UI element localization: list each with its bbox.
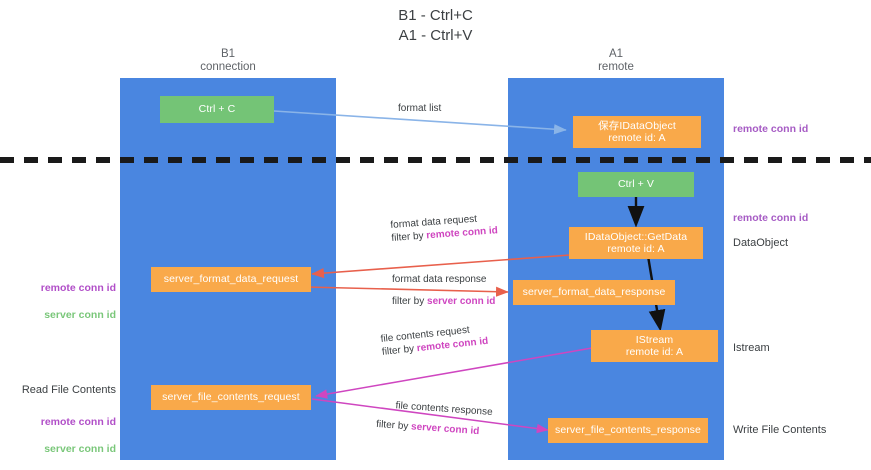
- right-label-dataobject: DataObject: [733, 237, 789, 249]
- left-label-server-conn-id-2: server conn id: [44, 442, 116, 455]
- left-label-remote-conn-id-2: remote conn id: [40, 415, 116, 428]
- edge-label-file-contents-response-filter: filter by server conn id: [375, 418, 480, 438]
- edge-label-file-contents-response-text: file contents response: [395, 400, 493, 419]
- node-server-file-contents-request[interactable]: server_file_contents_request: [151, 385, 311, 410]
- edge-label-format-list: format list: [398, 103, 442, 114]
- filter-key-server-conn-id-2: server conn id: [410, 421, 480, 438]
- right-label-write-file-contents: Write File Contents: [733, 424, 827, 436]
- page-title: B1 - Ctrl+C A1 - Ctrl+V: [398, 7, 473, 44]
- left-label-conn-ids: remote conn id server conn id: [24, 268, 116, 336]
- edge-label-file-contents-request: file contents request filter by remote c…: [380, 322, 489, 359]
- lane-header-b1: B1 connection: [200, 48, 256, 73]
- left-label-conn-ids-2: remote conn id server conn id: [24, 402, 116, 470]
- left-label-remote-conn-id: remote conn id: [40, 281, 116, 294]
- edge-label-format-data-response-text: format data response: [392, 274, 487, 285]
- edge-label-format-data-response: format data response filter by server co…: [392, 273, 495, 308]
- node-server-file-contents-response[interactable]: server_file_contents_response: [548, 418, 708, 443]
- edge-label-format-data-request: format data request filter by remote con…: [390, 211, 498, 245]
- filter-key-remote-conn-id: remote conn id: [425, 225, 499, 242]
- left-label-read-file-contents: Read File Contents: [21, 384, 116, 396]
- node-ctrl-v[interactable]: Ctrl + V: [578, 172, 694, 197]
- edge-label-format-data-response-filter: filter by server conn id: [392, 296, 496, 307]
- left-label-server-conn-id: server conn id: [44, 308, 116, 321]
- node-idataobject-getdata[interactable]: IDataObject::GetData remote id: A: [569, 227, 703, 259]
- lane-header-a1: A1 remote: [598, 48, 634, 73]
- phase-divider: [0, 157, 871, 163]
- edge-label-file-contents-response: file contents response filter by server …: [376, 398, 493, 439]
- right-label-remote-conn-id-mid: remote conn id: [733, 212, 809, 224]
- node-istream[interactable]: IStream remote id: A: [591, 330, 718, 362]
- right-label-istream: Istream: [733, 342, 770, 354]
- node-save-idataobject[interactable]: 保存IDataObject remote id: A: [573, 116, 701, 148]
- right-label-remote-conn-id-top: remote conn id: [733, 123, 809, 135]
- node-server-format-data-response[interactable]: server_format_data_response: [513, 280, 675, 305]
- node-server-format-data-request[interactable]: server_format_data_request: [151, 267, 311, 292]
- node-ctrl-c[interactable]: Ctrl + C: [160, 96, 274, 123]
- filter-key-server-conn-id: server conn id: [427, 296, 496, 307]
